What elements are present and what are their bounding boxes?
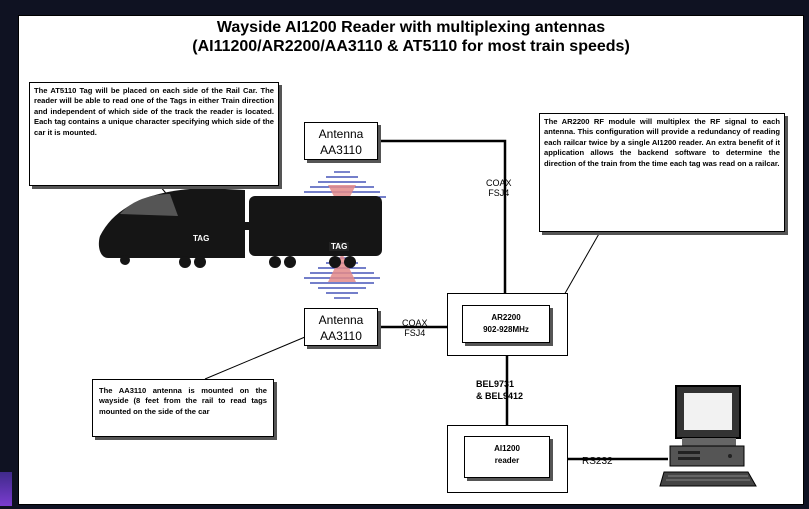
bel-cable-model-2: & BEL9412 — [476, 391, 524, 401]
tag-description-note: The AT5110 Tag will be placed on each si… — [29, 82, 279, 186]
antenna-bottom-model: AA3110 — [320, 329, 362, 343]
bel-cable-model-1: BEL9731 — [476, 379, 515, 389]
callout-line-antenna — [204, 336, 306, 380]
coax-label-left: COAX FSJ4 — [402, 318, 428, 338]
antenna-description-note: The AA3110 antenna is mounted on the way… — [92, 379, 274, 437]
multiplexer-frequency: 902-928MHz — [483, 325, 529, 334]
antenna-bottom-name: Antenna — [318, 313, 364, 327]
coax-label-top: COAX FSJ4 — [486, 178, 512, 198]
coax-top-type: COAX — [486, 178, 512, 188]
coax-top-cable: FSJ4 — [488, 188, 510, 198]
bel-cable-label: BEL9731 & BEL9412 — [476, 378, 523, 402]
rail-car-body — [249, 196, 382, 256]
tag-label-locomotive: TAG — [193, 234, 210, 243]
coax-line-top — [378, 139, 507, 293]
diagram-title: Wayside AI1200 Reader with multiplexing … — [216, 19, 606, 36]
tag-label-railcar: TAG — [329, 242, 350, 251]
keyboard — [659, 471, 757, 487]
reader-label: reader — [494, 456, 520, 465]
rf-module-description-note: The AR2200 RF module will multiplex the … — [539, 113, 785, 232]
antenna-box-bottom: Antenna AA3110 — [304, 308, 378, 346]
coax-left-type: COAX — [402, 318, 428, 328]
antenna-box-top: Antenna AA3110 — [304, 122, 378, 160]
antenna-top-model: AA3110 — [320, 143, 362, 157]
antenna-top-name: Antenna — [318, 127, 364, 141]
slide-corner-accent — [0, 472, 12, 506]
coax-left-cable: FSJ4 — [404, 328, 426, 338]
reader-model: AI1200 — [494, 444, 520, 453]
rs232-label: RS232 — [582, 456, 613, 467]
computer-case — [669, 445, 745, 467]
monitor-screen — [684, 393, 732, 430]
multiplexer-model: AR2200 — [491, 313, 521, 322]
diagram-subtitle: (AI11200/AR2200/AA3110 & AT5110 for most… — [192, 38, 630, 55]
multiplexer-box: AR2200 902-928MHz — [462, 305, 550, 343]
reader-box: AI1200 reader — [464, 436, 550, 478]
locomotive-window — [120, 194, 178, 216]
